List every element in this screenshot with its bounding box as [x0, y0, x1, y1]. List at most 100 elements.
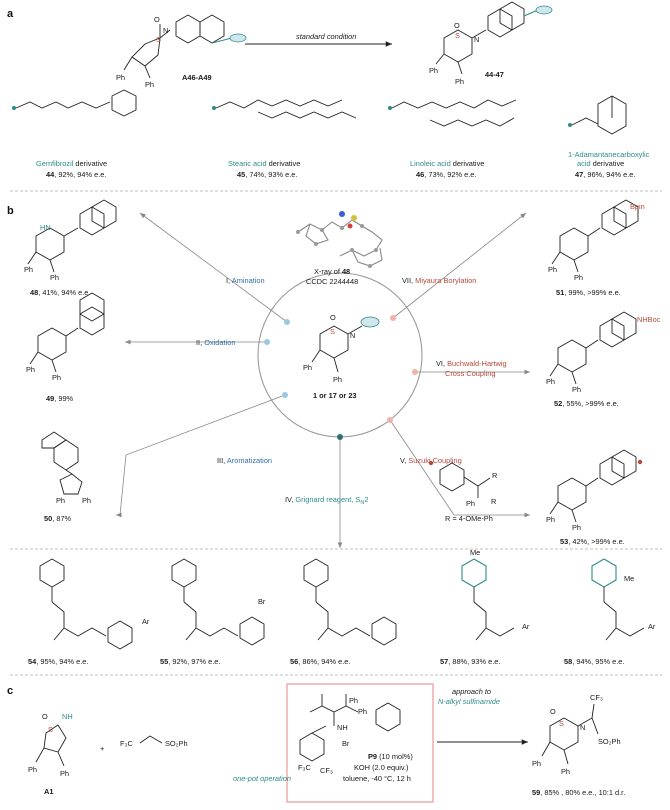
derivative-num-45: 45 — [237, 170, 245, 179]
me-57: Me — [470, 548, 480, 557]
derivative-stats-47: , 96%, 94% e.e. — [583, 170, 635, 179]
product-57: 57, 88%, 93% e.e. — [440, 657, 500, 666]
br-catalyst: Br — [342, 739, 350, 748]
base-line: KOH (2.0 equiv.) — [354, 763, 409, 772]
ph-50b: Ph — [82, 496, 91, 505]
derivative-name-46: Linoleic acid — [410, 159, 451, 168]
nitrogen-atom-c: N — [350, 331, 355, 340]
transform-label-v: V, Suzuki Coupling — [400, 456, 462, 465]
product-54: 54, 95%, 94% e.e. — [28, 657, 88, 666]
transform-label-vii: VII, Miyaura Borylation — [402, 276, 476, 285]
ph-rc1: Ph — [28, 765, 37, 774]
ph-49a: Ph — [26, 365, 35, 374]
svg-text:Linoleic acid derivative: Linoleic acid derivative — [410, 159, 484, 168]
reactant-label-c: A1 — [44, 787, 53, 796]
ph-catalyst-1: Ph — [349, 696, 358, 705]
ph-52a: Ph — [546, 377, 555, 386]
central-structure — [311, 316, 380, 373]
derivative-num-46: 46 — [416, 170, 424, 179]
transform-label-vi-2: Cross Coupling — [445, 369, 496, 378]
derivative-labels: Gemfibrozil derivative 44, 92%, 94% e.e.… — [36, 150, 650, 179]
ph-pa1: Ph — [429, 66, 438, 75]
product-structures-b — [27, 199, 639, 523]
ph-rc2: Ph — [60, 769, 69, 778]
oxygen-atom-pc: O — [550, 707, 556, 716]
sn2-product-structures — [39, 558, 645, 650]
sulfur-atom-pc: S — [559, 719, 564, 728]
catalyst-box — [286, 683, 434, 803]
ph-49b: Ph — [52, 373, 61, 382]
derivative-name-47: 1-Adamantanecarboxylic — [568, 150, 650, 159]
product-49: 49, 99% — [46, 394, 74, 403]
ph-51b: Ph — [574, 273, 583, 282]
oxygen-atom-rc: O — [42, 712, 48, 721]
ph-53a: Ph — [546, 515, 555, 524]
svg-text:46, 73%, 92% e.e.: 46, 73%, 92% e.e. — [416, 170, 476, 179]
reactant-label-a: A46-A49 — [182, 73, 212, 82]
arrow-label-a: standard condition — [296, 32, 356, 41]
product-48: 48, 41%, 94% e.e. — [30, 288, 90, 297]
ph-53b: Ph — [572, 523, 581, 532]
ph-50a: Ph — [56, 496, 65, 505]
derivative-name-45: Stearic acid — [228, 159, 267, 168]
nitrogen-atom-a: N — [163, 26, 168, 35]
nhboc-group: NHBoc — [637, 315, 661, 324]
product-56: 56, 86%, 94% e.e. — [290, 657, 350, 666]
svg-text:acid derivative: acid derivative — [577, 159, 624, 168]
xray-caption-2: CCDC 2244448 — [306, 277, 358, 286]
ph-a1: Ph — [116, 73, 125, 82]
reagent-so2ph: SO₂Ph — [165, 739, 188, 748]
nitrogen-atom-pc: N — [580, 723, 585, 732]
ph-48a: Ph — [24, 265, 33, 274]
product-58: 58, 94%, 95% e.e. — [564, 657, 624, 666]
derivative-suffix-47: derivative — [591, 159, 625, 168]
svg-text:47, 96%, 94% e.e.: 47, 96%, 94% e.e. — [575, 170, 635, 179]
ar-54: Ar — [142, 617, 150, 626]
derivative-num-47: 47 — [575, 170, 583, 179]
product-51: 51, 99%, >99% e.e. — [556, 288, 621, 297]
catalyst-line: P9 (10 mol%) — [368, 752, 413, 761]
derivative-num-44: 44 — [46, 170, 55, 179]
sulfur-atom-a: S — [156, 35, 161, 44]
spokes — [116, 212, 530, 548]
cf3-catalyst-2: CF₃ — [320, 766, 333, 775]
r-suzuki-2: R — [491, 497, 496, 506]
svg-text:45, 74%, 93% e.e.: 45, 74%, 93% e.e. — [237, 170, 297, 179]
nitrogen-atom-pa: N — [474, 35, 479, 44]
cf3-catalyst-1: F₃C — [298, 763, 312, 772]
transform-label-vi: VI, Buchwald-Hartwig — [436, 359, 507, 368]
reagent-alkene — [139, 735, 163, 744]
ph-pa2: Ph — [455, 77, 464, 86]
derivative-name-47b: acid — [577, 159, 591, 168]
product-label-a: 44-47 — [485, 70, 504, 79]
derivative-stats-46: , 73%, 92% e.e. — [424, 170, 476, 179]
product-structure-a — [435, 1, 553, 75]
oxygen-atom-a: O — [154, 15, 160, 24]
approach-line-2: N-alkyl sulfinamide — [438, 697, 500, 706]
one-pot-label: one-pot operation — [233, 774, 291, 783]
hn-group: HN — [40, 223, 51, 232]
xray-caption-1: X-ray of 48 — [314, 267, 350, 276]
xray-structure-image — [296, 211, 383, 268]
reactant-structure-c — [35, 724, 67, 767]
ph-c2: Ph — [333, 375, 342, 384]
panel-c-label: c — [7, 685, 13, 697]
me-58: Me — [624, 574, 634, 583]
product-50: 50, 87% — [44, 514, 72, 523]
spoke-dots — [264, 315, 418, 440]
panel-a-label: a — [7, 8, 14, 20]
conditions-line: toluene, -40 °C, 12 h — [343, 774, 411, 783]
ar-58: Ar — [648, 622, 656, 631]
derivative-stats-45: , 74%, 93% e.e. — [245, 170, 297, 179]
panel-b-label: b — [7, 205, 14, 217]
nh-atom-rc: NH — [62, 712, 73, 721]
ar-57: Ar — [522, 622, 530, 631]
ph-catalyst-2: Ph — [358, 707, 367, 716]
plus-sign: + — [100, 744, 104, 753]
derivative-suffix-44: derivative — [73, 159, 107, 168]
product-52: 52, 55%, >99% e.e. — [554, 399, 619, 408]
catalyst-structure — [299, 694, 401, 762]
reactant-structure-a — [123, 14, 247, 79]
ph-48b: Ph — [50, 273, 59, 282]
